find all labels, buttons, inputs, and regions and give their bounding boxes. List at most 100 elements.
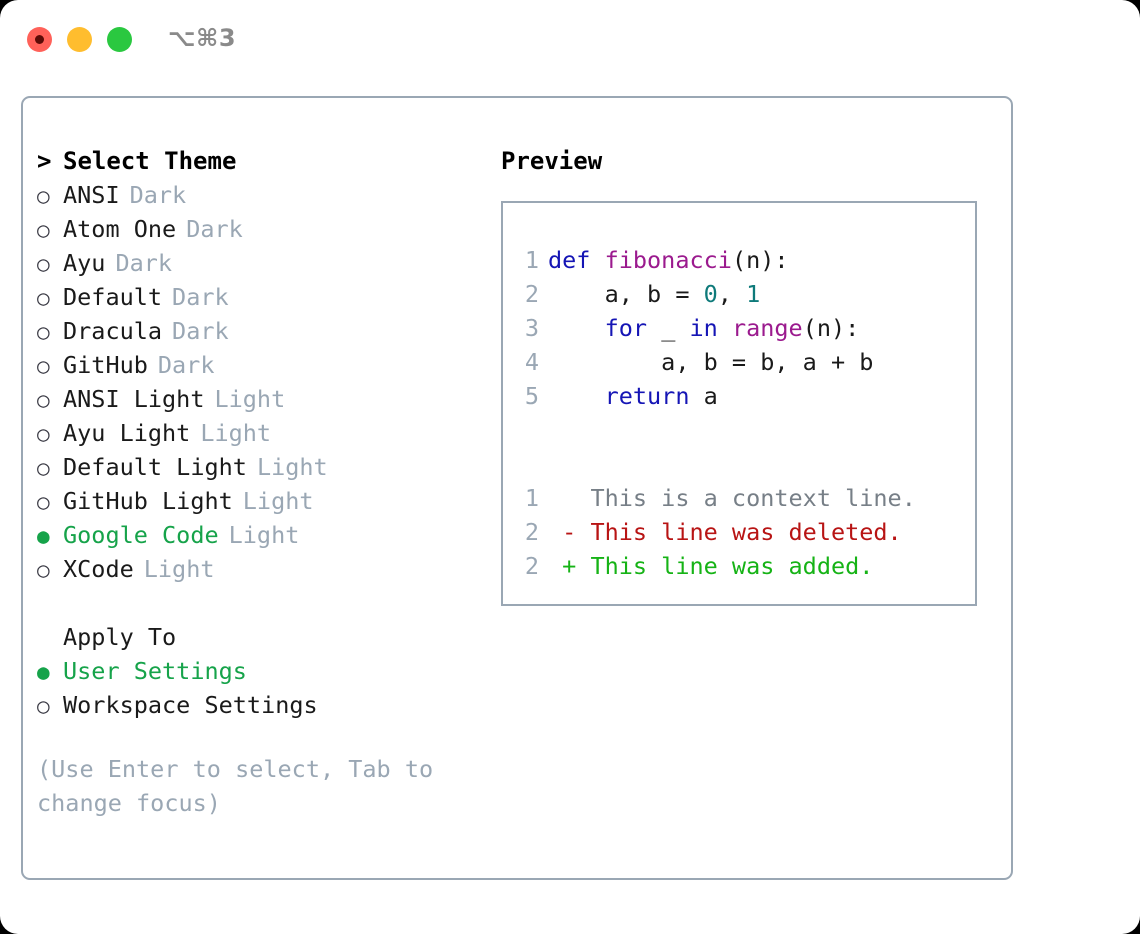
theme-name: ANSI Light [63, 385, 205, 413]
theme-name: XCode [63, 555, 134, 583]
code-token: , [717, 280, 747, 308]
keyboard-hint: (Use Enter to select, Tab to change focu… [37, 755, 434, 817]
diff-line-text: + This line was added. [548, 552, 874, 580]
code-line: 3 for _ in range(n): [511, 311, 971, 345]
window-title: ⌥⌘3 [168, 24, 237, 52]
code-token: for [604, 314, 648, 342]
minimize-button[interactable] [67, 27, 92, 52]
theme-list-item[interactable]: ○ Default Dark [37, 280, 487, 314]
theme-name: Ayu [63, 249, 106, 277]
radio-unselected-icon[interactable]: ○ [37, 218, 50, 242]
theme-name: Google Code [63, 521, 219, 549]
theme-name: Default Light [63, 453, 247, 481]
diff-line: 2 + This line was added. [511, 549, 971, 583]
theme-kind-badge: Light [228, 521, 300, 549]
select-theme-label: Select Theme [63, 147, 237, 175]
radio-unselected-icon[interactable]: ○ [37, 422, 50, 446]
radio-unselected-icon[interactable]: ○ [37, 456, 50, 480]
code-token: a [689, 382, 718, 410]
radio-selected-icon[interactable]: ● [37, 524, 50, 548]
code-line: 2 a, b = 0, 1 [511, 277, 971, 311]
title-bar: ⌥⌘3 [0, 0, 1140, 78]
apply-to-list: ●User Settings○Workspace Settings [37, 654, 487, 722]
code-line-number: 5 [524, 382, 539, 410]
theme-name: ANSI [63, 181, 120, 209]
theme-list-item[interactable]: ○ Ayu Dark [37, 246, 487, 280]
theme-kind-badge: Light [200, 419, 272, 447]
theme-name: Default [63, 283, 163, 311]
radio-unselected-icon[interactable]: ○ [37, 388, 50, 412]
code-token: _ [647, 314, 690, 342]
radio-unselected-icon[interactable]: ○ [37, 320, 50, 344]
code-diff-spacer [511, 413, 971, 447]
theme-kind-badge: Light [256, 453, 328, 481]
theme-list-item[interactable]: ○ Default Light Light [37, 450, 487, 484]
code-diff-spacer-2 [511, 447, 971, 481]
theme-list-item[interactable]: ○ GitHub Light Light [37, 484, 487, 518]
theme-list-item[interactable]: ○ ANSI Dark [37, 178, 487, 212]
theme-kind-badge: Light [242, 487, 314, 515]
radio-unselected-icon[interactable]: ○ [37, 558, 50, 582]
radio-unselected-icon[interactable]: ○ [37, 286, 50, 310]
theme-kind-badge: Light [214, 385, 286, 413]
theme-list-item[interactable]: ○ XCode Light [37, 552, 487, 586]
prompt-caret-icon: > [37, 147, 52, 175]
code-token [718, 314, 732, 342]
code-token: 1 [746, 280, 761, 308]
theme-list-item[interactable]: ○ ANSI Light Light [37, 382, 487, 416]
radio-unselected-icon[interactable]: ○ [37, 490, 50, 514]
code-token: fibonacci [604, 246, 732, 274]
apply-to-option[interactable]: ●User Settings [37, 654, 487, 688]
code-token [548, 314, 605, 342]
theme-kind-badge: Light [143, 555, 215, 583]
diff-line: 1 This is a context line. [511, 481, 971, 515]
apply-to-header: ○Apply To [37, 620, 487, 654]
theme-kind-badge: Dark [157, 351, 215, 379]
theme-kind-badge: Dark [172, 317, 229, 345]
radio-unselected-icon[interactable]: ○ [37, 694, 50, 718]
radio-selected-icon[interactable]: ● [37, 660, 50, 684]
code-line-number: 3 [524, 314, 539, 342]
apply-to-label: Apply To [63, 623, 177, 651]
diff-sample: 1 This is a context line.2 - This line w… [511, 481, 971, 583]
theme-name: Dracula [63, 317, 163, 345]
list-spacer [37, 586, 487, 620]
apply-to-bullet-placeholder: ○ [37, 621, 63, 655]
preview-title: Preview [501, 147, 603, 175]
diff-line-text: - This line was deleted. [548, 518, 902, 546]
radio-unselected-icon[interactable]: ○ [37, 354, 50, 378]
theme-name: GitHub [63, 351, 148, 379]
code-token: def [548, 246, 605, 274]
code-token: a, b = b, a + b [548, 348, 874, 376]
radio-unselected-icon[interactable]: ○ [37, 184, 50, 208]
code-line: 4 a, b = b, a + b [511, 345, 971, 379]
theme-name: Atom One [63, 215, 177, 243]
code-line: 5 return a [511, 379, 971, 413]
code-token: 0 [703, 280, 718, 308]
theme-kind-badge: Dark [172, 283, 229, 311]
theme-list-item[interactable]: ○ GitHub Dark [37, 348, 487, 382]
diff-line-number: 2 [524, 518, 539, 546]
theme-kind-badge: Dark [129, 181, 187, 209]
theme-kind-badge: Dark [115, 249, 173, 277]
diff-line-number: 1 [524, 484, 539, 512]
code-line-number: 2 [524, 280, 539, 308]
theme-list-item[interactable]: ○ Dracula Dark [37, 314, 487, 348]
theme-name: GitHub Light [63, 487, 233, 515]
apply-to-option[interactable]: ○Workspace Settings [37, 688, 487, 722]
code-token: (n): [731, 246, 789, 274]
theme-list-item[interactable]: ● Google Code Light [37, 518, 487, 552]
close-button[interactable] [27, 27, 52, 52]
radio-unselected-icon[interactable]: ○ [37, 252, 50, 276]
diff-line: 2 - This line was deleted. [511, 515, 971, 549]
maximize-button[interactable] [107, 27, 132, 52]
